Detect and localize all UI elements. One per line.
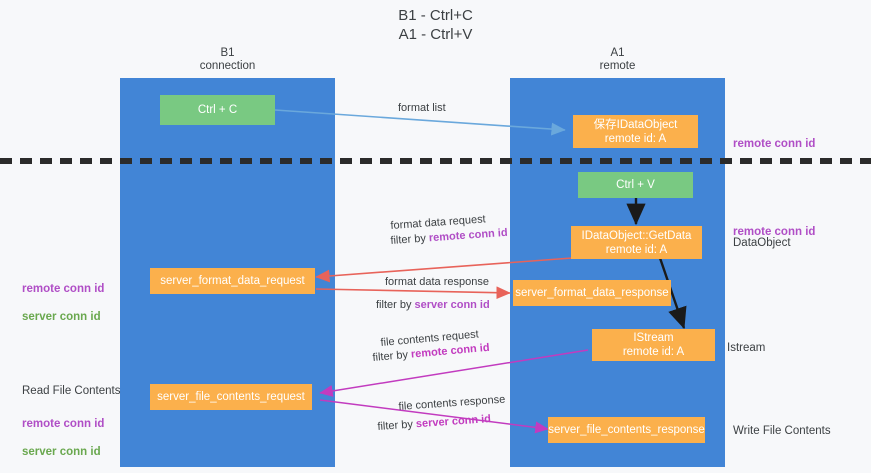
- label-conn-ids-bottom: remote conn id server conn id: [22, 403, 104, 473]
- column-header-b1: B1 connection: [199, 47, 256, 72]
- label-server-conn-id-mid-left: server conn id: [22, 311, 101, 323]
- label-conn-ids-mid: remote conn id server conn id: [22, 268, 104, 338]
- column-header-a1: A1 remote: [599, 47, 636, 72]
- phase-separator-dashed-line: [0, 158, 871, 164]
- label-remote-conn-id-mid-text: remote conn id: [733, 226, 816, 238]
- label-istream: Istream: [727, 342, 766, 354]
- edge-label-format-data-response: format data response: [385, 276, 489, 288]
- filter-prefix: filter by: [390, 232, 430, 247]
- filter-prefix-2: filter by: [376, 299, 415, 311]
- node-server-format-data-request[interactable]: server_format_data_request: [150, 268, 315, 294]
- node-server-file-contents-response[interactable]: server_file_contents_response: [548, 417, 705, 443]
- filter-prefix-3: filter by: [372, 348, 412, 364]
- node-istream[interactable]: IStream remote id: A: [592, 329, 715, 361]
- label-dataobject: DataObject: [733, 237, 791, 249]
- node-idataobject-getdata[interactable]: IDataObject::GetData remote id: A: [571, 226, 702, 259]
- edge-label-format-list: format list: [398, 102, 446, 114]
- label-write-file-contents: Write File Contents: [733, 425, 831, 437]
- filter-key-server-conn-id: server conn id: [414, 299, 490, 311]
- node-ctrl-c[interactable]: Ctrl + C: [160, 95, 275, 125]
- node-server-file-contents-request[interactable]: server_file_contents_request: [150, 384, 312, 410]
- filter-prefix-4: filter by: [377, 418, 417, 433]
- edge-label-format-data-response-filter: filter by server conn id: [376, 298, 490, 312]
- node-save-idataobject[interactable]: 保存IDataObject remote id: A: [573, 115, 698, 148]
- label-remote-conn-id-top: remote conn id: [733, 123, 815, 165]
- label-remote-conn-id-bottom-left: remote conn id: [22, 418, 105, 430]
- label-server-conn-id-bottom-left: server conn id: [22, 446, 101, 458]
- label-remote-conn-id-top-text: remote conn id: [733, 138, 816, 150]
- label-read-file-contents: Read File Contents: [22, 385, 121, 397]
- node-ctrl-v[interactable]: Ctrl + V: [578, 172, 693, 198]
- diagram-title: B1 - Ctrl+C A1 - Ctrl+V: [398, 7, 473, 43]
- label-remote-conn-id-mid: remote conn id: [733, 211, 815, 253]
- node-server-format-data-response[interactable]: server_format_data_response: [513, 280, 671, 306]
- label-remote-conn-id-mid-left: remote conn id: [22, 283, 105, 295]
